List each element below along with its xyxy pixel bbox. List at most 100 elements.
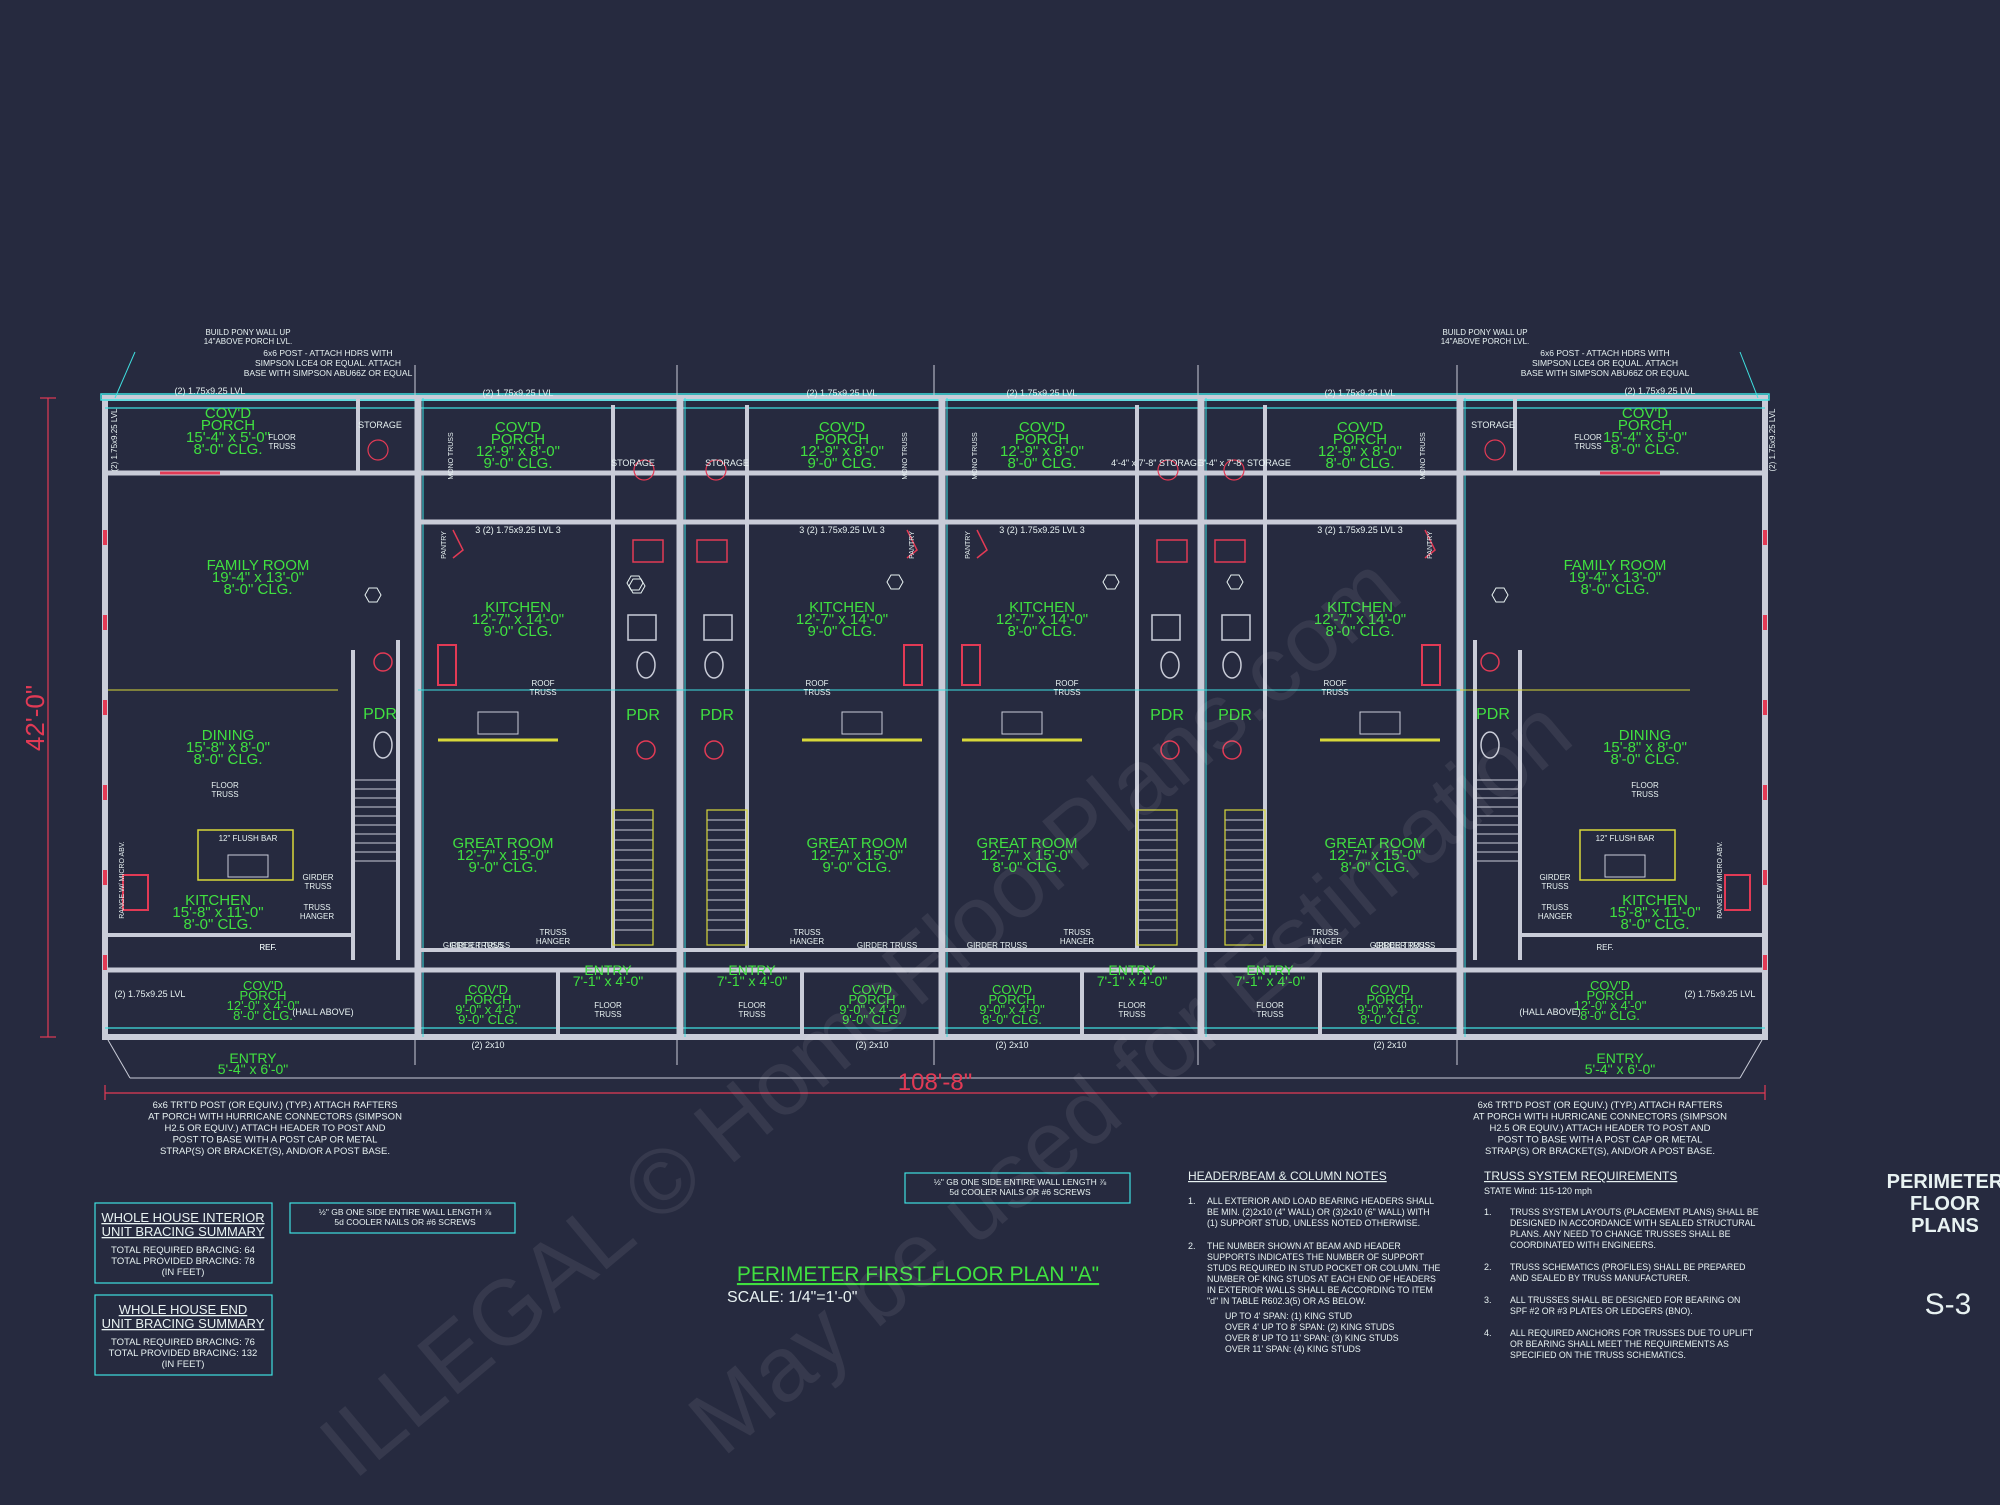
rear-porch-label: 8'-0" CLG. [193, 441, 262, 458]
gb-note-box [289, 1202, 516, 1234]
door-swing [1424, 529, 1436, 559]
ref-label: REF. [259, 943, 276, 952]
great-room-label: 12'-7" x 15'-0" [981, 847, 1073, 864]
front-porch-label: COV'D [243, 978, 283, 993]
lvl-label: 3 (2) 1.75x9.25 LVL 3 [475, 525, 561, 535]
lvl-label: (2) 1.75x9.25 LVL [175, 386, 246, 396]
plan-fixtures [122, 439, 1751, 946]
kitchen-label: KITCHEN [809, 599, 875, 616]
kitchen-label: 9'-0" CLG. [807, 623, 876, 640]
girder-truss-label: TRUSS [1541, 882, 1568, 891]
sink [841, 711, 883, 735]
post-note: BASE WITH SIMPSON ABU66Z OR EQUAL [1521, 368, 1690, 378]
lvl-label: (2) 1.75x9.25 LVL [1625, 386, 1696, 396]
bracing-line: (IN FEET) [162, 1359, 205, 1370]
note-line: THE NUMBER SHOWN AT BEAM AND HEADER [1207, 1241, 1401, 1251]
rear-porch-label: PORCH [491, 431, 545, 448]
floor-truss-label: TRUSS [1118, 1010, 1145, 1019]
mono-truss-label: MONO TRUSS [1420, 432, 1427, 480]
girder-truss-label: TRUSS [304, 882, 331, 891]
front-end-post [1739, 1039, 1763, 1079]
lav-fixture [1480, 652, 1500, 672]
rear-porch-label: COV'D [205, 405, 251, 422]
end-post [1739, 351, 1759, 399]
truss-hanger-label: HANGER [1060, 937, 1094, 946]
span-line: OVER 8' UP TO 11' SPAN: (3) KING STUDS [1225, 1333, 1399, 1343]
range [1421, 644, 1441, 686]
entry-label: ENTRY [229, 1050, 277, 1066]
hex-tag [628, 578, 646, 594]
kitchen-label: 8'-0" CLG. [1620, 916, 1689, 933]
kitchen-label: 8'-0" CLG. [1007, 623, 1076, 640]
kitchen-label: 12'-7" x 14'-0" [996, 611, 1088, 628]
roof-truss-label: TRUSS [1321, 688, 1348, 697]
roof-truss-label: ROOF [531, 679, 554, 688]
bracing-box [94, 1202, 273, 1284]
kitchen-label: KITCHEN [1327, 599, 1393, 616]
kitchen-label: KITCHEN [485, 599, 551, 616]
front-porch-label: 9'-0" CLG. [842, 1012, 902, 1027]
front-porch-label: 9'-0" CLG. [458, 1012, 518, 1027]
range [1724, 874, 1751, 911]
floor-truss-label: TRUSS [1256, 1010, 1283, 1019]
floor-truss-label: TRUSS [1574, 442, 1601, 451]
lvl-label: (2) 1.75x9.25 LVL [1007, 388, 1078, 398]
note-line: SPF #2 OR #3 PLATES OR LEDGERS (BNO). [1510, 1306, 1693, 1316]
pdr-label: PDR [1218, 707, 1252, 724]
water-heater [705, 459, 727, 481]
front-porch-label: COV'D [852, 982, 892, 997]
post-note: SIMPSON LCE4 OR EQUAL. ATTACH [255, 358, 401, 368]
front-porch-label: PORCH [849, 992, 896, 1007]
rear-porch-label: 12'-9" x 8'-0" [476, 443, 560, 460]
floor-truss-label: TRUSS [738, 1010, 765, 1019]
pdr-label: PDR [1150, 707, 1184, 724]
kitchen-label: 12'-7" x 14'-0" [1314, 611, 1406, 628]
front-porch-label: 9'-0" x 4'-0" [1357, 1002, 1423, 1017]
post-note-left: POST TO BASE WITH A POST CAP OR METAL [173, 1135, 378, 1146]
truss-notes-title: TRUSS SYSTEM REQUIREMENTS [1484, 1169, 1677, 1183]
door-swing [976, 529, 988, 559]
note-line: (1) SUPPORT STUD, UNLESS NOTED OTHERWISE… [1207, 1218, 1420, 1228]
front-porch-label: COV'D [992, 982, 1032, 997]
water-heater [367, 439, 389, 461]
range-label: RANGE W/ MICRO ABV. [1717, 841, 1724, 919]
kitchen-label: 12'-7" x 14'-0" [472, 611, 564, 628]
sink [1604, 854, 1646, 878]
sheet-title: PERIMETER [1887, 1171, 2000, 1193]
great-room-label: GREAT ROOM [1324, 835, 1425, 852]
lvl-label: (2) 1.75x9.25 LVL [1685, 989, 1756, 999]
storage-label: STORAGE [358, 420, 402, 430]
great-room-label: GREAT ROOM [452, 835, 553, 852]
entry-label: 7'-1" x 4'-0" [1097, 973, 1168, 989]
sheet-title: PLANS [1911, 1215, 1979, 1237]
bracing-title: UNIT BRACING SUMMARY [102, 1224, 265, 1239]
floor-truss-label: TRUSS [211, 790, 238, 799]
rear-porch-label: 12'-9" x 8'-0" [1318, 443, 1402, 460]
door-swing [452, 529, 464, 559]
truss-hanger-label: HANGER [790, 937, 824, 946]
floor-truss-label: TRUSS [594, 1010, 621, 1019]
post-note: 6x6 POST - ATTACH HDRS WITH [1540, 348, 1669, 358]
entry-label: 5'-4" x 6'-0" [218, 1061, 289, 1077]
truss-hanger-label: HANGER [536, 937, 570, 946]
bracing-line: TOTAL PROVIDED BRACING: 132 [109, 1348, 258, 1359]
truss-notes-subtitle: STATE Wind: 115-120 mph [1484, 1186, 1592, 1196]
note-line: AND SEALED BY TRUSS MANUFACTURER. [1510, 1273, 1690, 1283]
entry-label: 7'-1" x 4'-0" [573, 973, 644, 989]
great-room-label: 8'-0" CLG. [1340, 859, 1409, 876]
floor-truss-label: FLOOR [211, 781, 239, 790]
toilet-fixture [373, 731, 393, 759]
flush-bar [1579, 829, 1676, 881]
truss-hanger-label: TRUSS [1311, 928, 1338, 937]
sheet-number: S-3 [1925, 1288, 1972, 1321]
post-note-left: STRAP(S) OR BRACKET(S), AND/OR A POST BA… [160, 1146, 390, 1157]
girder-truss-label: GIRDER TRUSS [1370, 941, 1430, 950]
fridge [1156, 539, 1188, 563]
fridge [1214, 539, 1246, 563]
rear-porch-label: PORCH [1618, 417, 1672, 434]
front-porch-label: COV'D [1370, 982, 1410, 997]
truss-hanger-label: TRUSS [1063, 928, 1090, 937]
entry-label: 5'-4" x 6'-0" [1585, 1061, 1656, 1077]
toilet-fixture [1480, 731, 1500, 759]
header-label: (2) 2x10 [995, 1040, 1028, 1050]
